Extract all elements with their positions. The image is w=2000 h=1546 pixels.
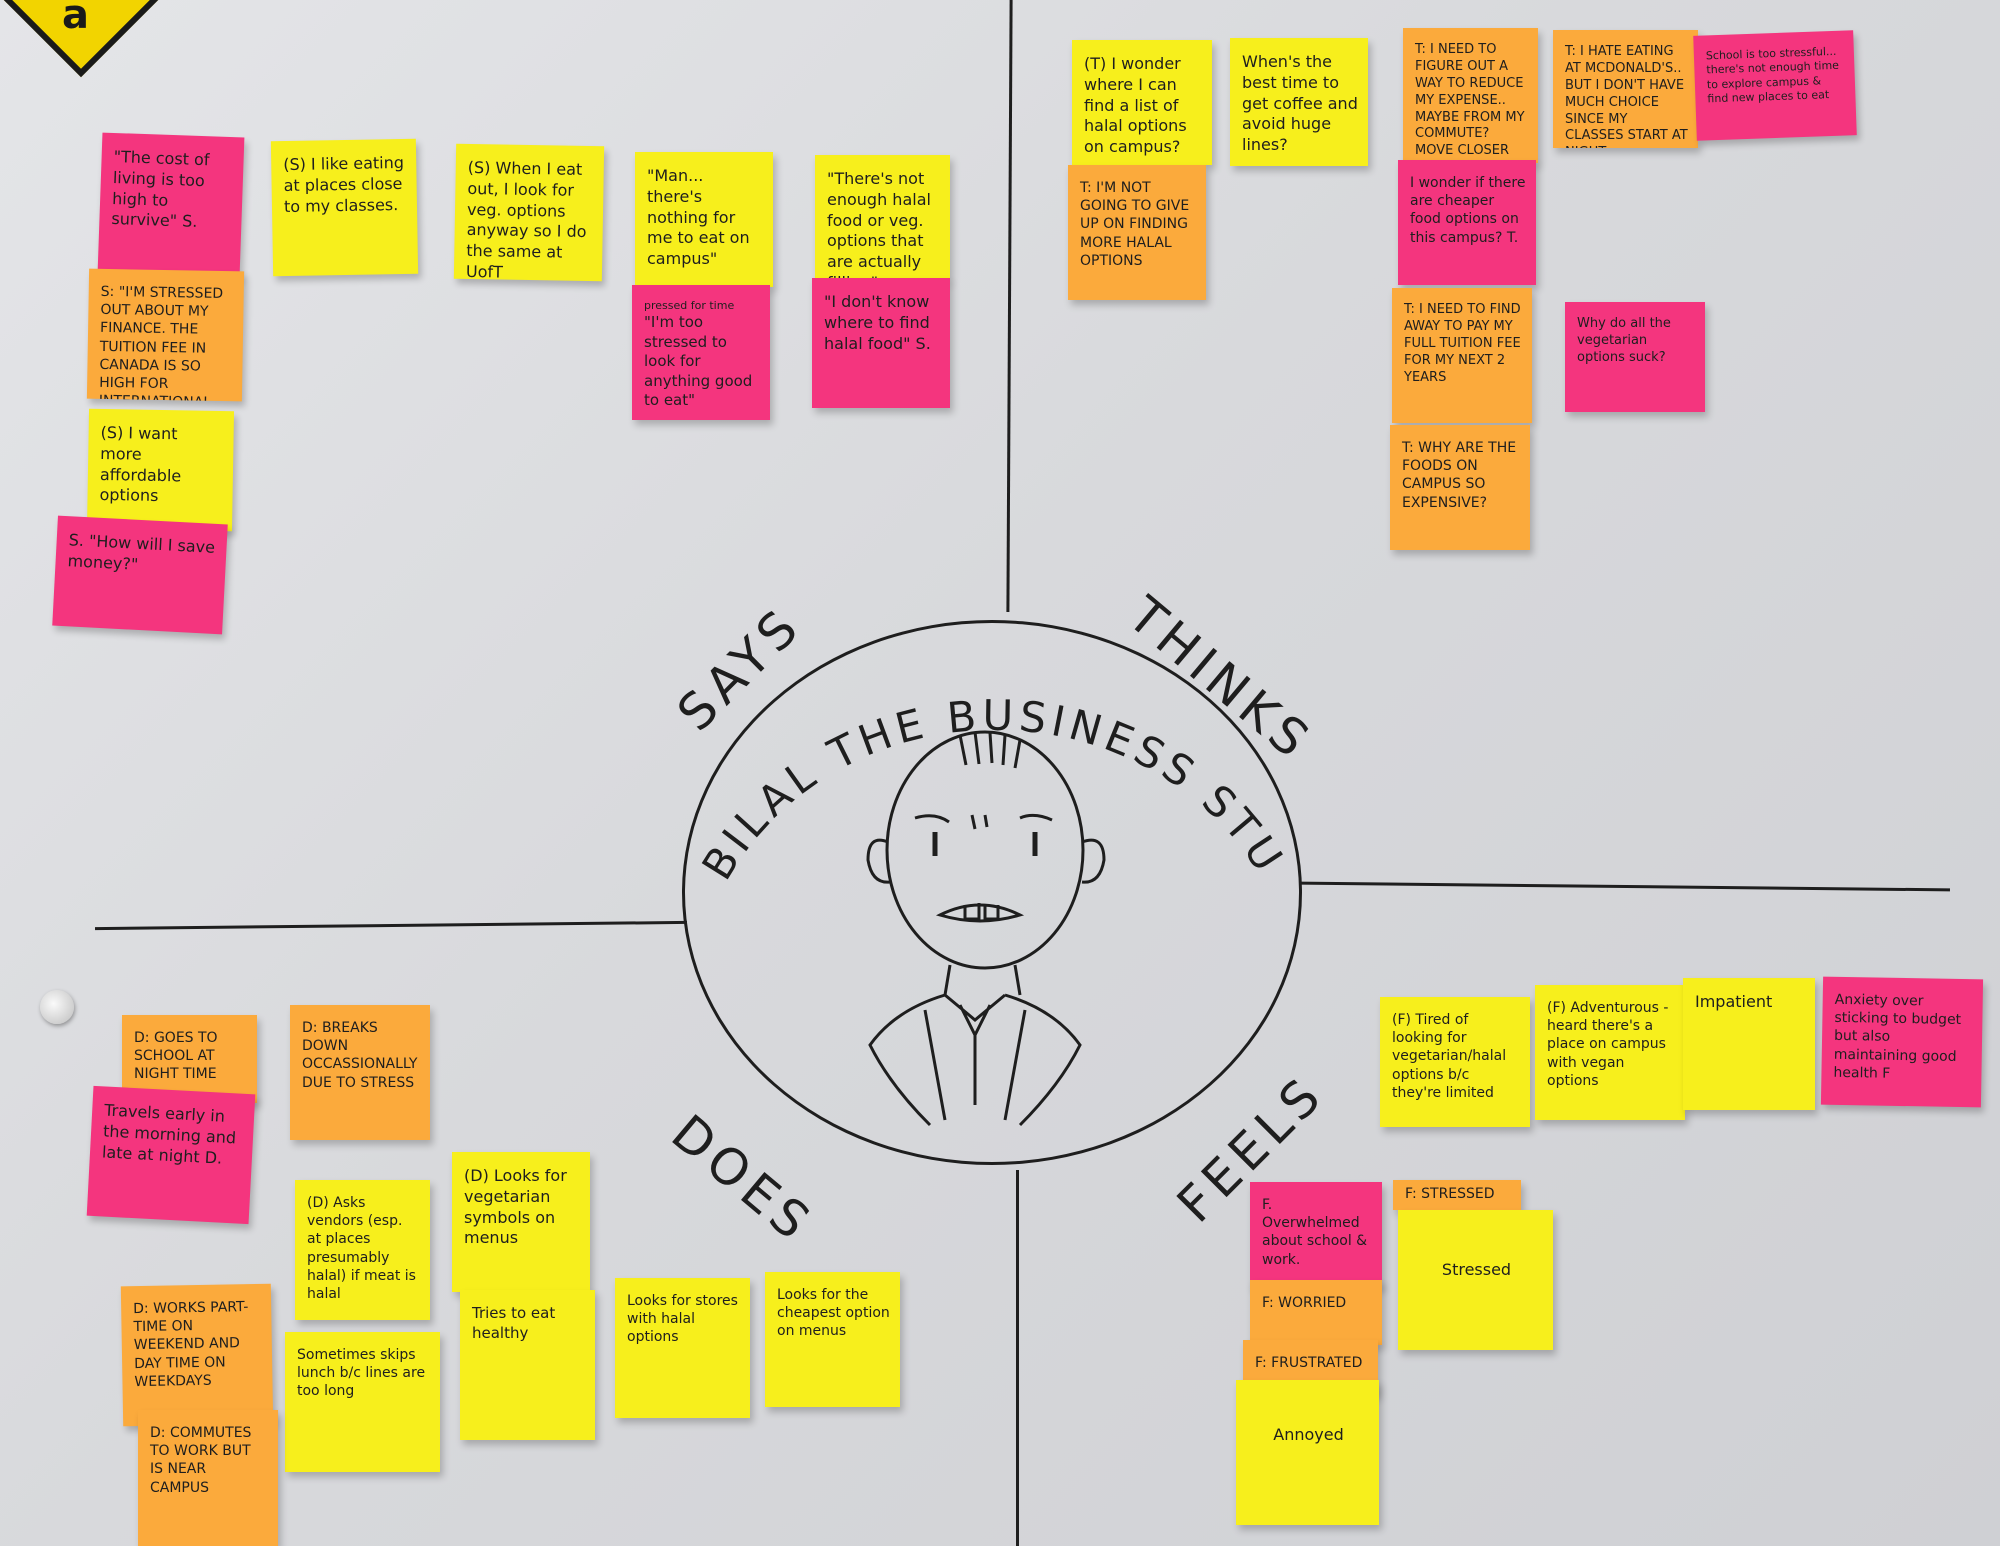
feels-note-worried: F: WORRIED — [1250, 1280, 1382, 1345]
does-note-skips-lunch: Sometimes skips lunch b/c lines are too … — [285, 1332, 440, 1472]
eyebrows — [914, 813, 1053, 824]
does-note-vegetarian-symbols: (D) Looks for vegetarian symbols on menu… — [452, 1152, 590, 1292]
note-text: (S) When I eat out, I look for veg. opti… — [465, 157, 587, 282]
hair — [958, 731, 1022, 769]
note-text: F: FRUSTRATED — [1255, 1355, 1363, 1371]
does-note-eat-healthy: Tries to eat healthy — [460, 1290, 595, 1440]
says-note-nothing-to-eat: "Man... there's nothing for me to eat on… — [635, 152, 773, 287]
feels-note-stressed-header: F: STRESSED — [1393, 1180, 1521, 1210]
does-note-commutes: D: COMMUTES TO WORK BUT IS NEAR CAMPUS — [138, 1410, 278, 1546]
note-text: (F) Tired of looking for vegetarian/hala… — [1392, 1012, 1507, 1101]
note-text: Tries to eat healthy — [472, 1304, 556, 1342]
right-ear — [1081, 838, 1106, 884]
says-note-veg-options: (S) When I eat out, I look for veg. opti… — [453, 143, 605, 282]
note-text: Impatient — [1695, 992, 1773, 1011]
does-note-halal-stores: Looks for stores with halal options — [615, 1278, 750, 1418]
note-text: (D) Looks for vegetarian symbols on menu… — [464, 1166, 567, 1248]
thinks-note-food-expensive: T: WHY ARE THE FOODS ON CAMPUS SO EXPENS… — [1390, 425, 1530, 550]
feels-note-tired-looking: (F) Tired of looking for vegetarian/hala… — [1380, 997, 1530, 1127]
note-text: D: WORKS PART-TIME ON WEEKEND AND DAY TI… — [133, 1299, 249, 1390]
says-note-where-halal: "I don't know where to find halal food" … — [812, 278, 950, 408]
note-text: Annoyed — [1273, 1425, 1344, 1444]
does-note-cheapest-option: Looks for the cheapest option on menus — [765, 1272, 900, 1407]
magnet-pin-icon — [40, 990, 74, 1024]
note-text: T: WHY ARE THE FOODS ON CAMPUS SO EXPENS… — [1402, 440, 1517, 511]
thinks-note-halal-list: (T) I wonder where I can find a list of … — [1072, 40, 1212, 165]
note-text: Sometimes skips lunch b/c lines are too … — [297, 1347, 426, 1400]
note-text: (T) I wonder where I can find a list of … — [1084, 54, 1187, 157]
feels-note-stressed: Stressed — [1398, 1210, 1553, 1350]
feels-note-impatient: Impatient — [1683, 978, 1815, 1110]
does-note-works-part-time: D: WORKS PART-TIME ON WEEKEND AND DAY TI… — [120, 1283, 274, 1427]
note-text: (F) Adventurous - heard there's a place … — [1547, 1000, 1669, 1089]
neck — [943, 964, 1022, 996]
says-note-stressed-finance: S: "I'M STRESSED OUT ABOUT MY FINANCE. T… — [86, 268, 245, 402]
note-text: Why do all the vegetarian options suck? — [1577, 316, 1671, 365]
nose — [970, 814, 989, 830]
left-ear — [866, 838, 891, 884]
note-text: T: I HATE EATING AT MCDONALD'S.. BUT I D… — [1565, 44, 1688, 148]
says-note-too-stressed: pressed for time"I'm too stressed to loo… — [632, 285, 770, 420]
does-note-asks-vendors: (D) Asks vendors (esp. at places presuma… — [295, 1180, 430, 1320]
note-text: T: I NEED TO FIGURE OUT A WAY TO REDUCE … — [1415, 42, 1525, 163]
note-text: Stressed — [1441, 1260, 1512, 1279]
note-text: D: COMMUTES TO WORK BUT IS NEAR CAMPUS — [150, 1425, 252, 1496]
thinks-note-halal-give-up: T: I'M NOT GOING TO GIVE UP ON FINDING M… — [1068, 165, 1206, 300]
vertical-axis-bottom — [1016, 1170, 1019, 1546]
feels-note-adventurous: (F) Adventurous - heard there's a place … — [1535, 985, 1685, 1120]
note-text: Looks for the cheapest option on menus — [777, 1287, 890, 1340]
persona-circle — [682, 620, 1302, 1165]
thinks-note-vegetarian-suck: Why do all the vegetarian options suck? — [1565, 302, 1705, 412]
feels-note-overwhelmed: F. Overwhelmed about school & work. — [1250, 1182, 1382, 1287]
says-note-affordable: (S) I want more affordable options — [86, 408, 235, 532]
note-text: Looks for stores with halal options — [627, 1293, 738, 1346]
note-text: "I don't know where to find halal food" … — [824, 292, 931, 353]
note-text: Travels early in the morning and late at… — [101, 1100, 237, 1168]
note-text: pressed for time — [644, 299, 735, 312]
collar-tie — [944, 993, 1006, 1105]
note-text: D: GOES TO SCHOOL AT NIGHT TIME — [134, 1030, 218, 1083]
thinks-note-mcdonalds: T: I HATE EATING AT MCDONALD'S.. BUT I D… — [1553, 30, 1698, 148]
warning-sign-letter: a — [62, 0, 89, 38]
suit-jacket — [868, 993, 1082, 1127]
note-text: I wonder if there are cheaper food optio… — [1410, 175, 1526, 246]
note-text: "The cost of living is too high to survi… — [111, 146, 210, 232]
note-text: S: "I'M STRESSED OUT ABOUT MY FINANCE. T… — [99, 283, 224, 401]
note-text: T: I'M NOT GOING TO GIVE UP ON FINDING M… — [1080, 180, 1190, 269]
thinks-note-cheaper-food: I wonder if there are cheaper food optio… — [1398, 160, 1536, 285]
thinks-note-tuition-fee: T: I NEED TO FIND AWAY TO PAY MY FULL TU… — [1392, 288, 1532, 423]
note-text: T: I NEED TO FIND AWAY TO PAY MY FULL TU… — [1404, 302, 1521, 385]
note-text: S. "How will I save money?" — [67, 530, 216, 574]
note-text: When's the best time to get coffee and a… — [1242, 52, 1358, 155]
note-text: "Man... there's nothing for me to eat on… — [647, 166, 750, 269]
note-text: F: STRESSED — [1405, 1186, 1495, 1202]
note-text: "I'm too stressed to look for anything g… — [644, 313, 753, 410]
feels-note-annoyed: Annoyed — [1236, 1380, 1379, 1525]
note-text: (S) I like eating at places close to my … — [283, 152, 405, 216]
feels-note-anxiety-budget: Anxiety over sticking to budget but also… — [1820, 976, 1984, 1108]
says-note-cost-of-living: "The cost of living is too high to survi… — [97, 132, 245, 278]
says-note-save-money: S. "How will I save money?" — [52, 515, 228, 635]
note-text: F: WORRIED — [1262, 1295, 1347, 1311]
says-note-eating-close: (S) I like eating at places close to my … — [270, 138, 419, 277]
note-text: "There's not enough halal food or veg. o… — [827, 169, 931, 280]
note-text: (S) I want more affordable options — [99, 422, 182, 506]
says-note-not-enough-halal: "There's not enough halal food or veg. o… — [815, 155, 950, 280]
note-text: (D) Asks vendors (esp. at places presuma… — [307, 1195, 416, 1302]
note-text: D: BREAKS DOWN OCCASSIONALLY DUE TO STRE… — [302, 1020, 418, 1091]
note-text: School is too stressful... there's not e… — [1705, 44, 1840, 106]
note-text: F. Overwhelmed about school & work. — [1262, 1197, 1368, 1268]
does-note-travels-early: Travels early in the morning and late at… — [86, 1085, 256, 1225]
does-note-breaks-down: D: BREAKS DOWN OCCASSIONALLY DUE TO STRE… — [290, 1005, 430, 1140]
thinks-note-reduce-expense: T: I NEED TO FIGURE OUT A WAY TO REDUCE … — [1403, 28, 1538, 163]
thinks-note-coffee-time: When's the best time to get coffee and a… — [1230, 38, 1368, 166]
teeth — [963, 903, 1000, 921]
thinks-note-school-stressful: School is too stressful... there's not e… — [1693, 30, 1857, 141]
face-outline — [885, 730, 1085, 970]
note-text: Anxiety over sticking to budget but also… — [1833, 991, 1962, 1082]
jacket-lapels — [923, 1009, 1027, 1121]
